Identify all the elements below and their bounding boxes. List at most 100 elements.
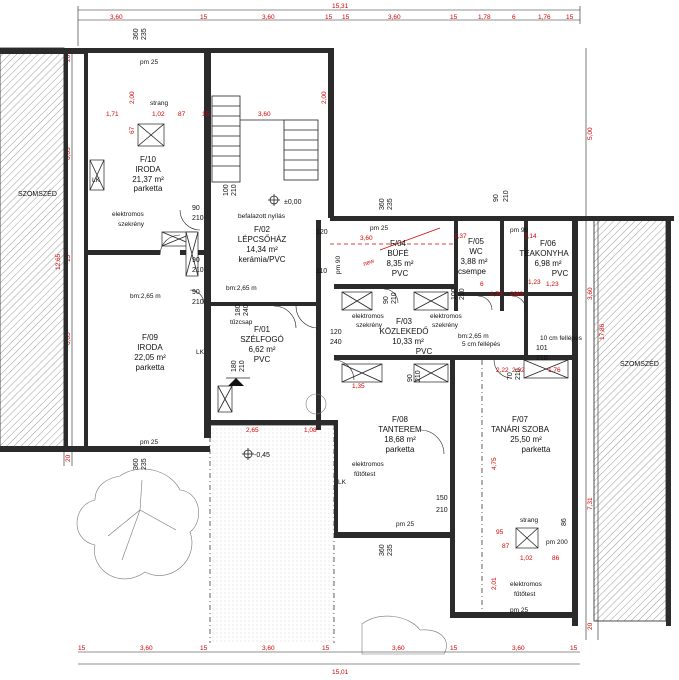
- plan-text-8: 1,78: [478, 14, 491, 21]
- plan-text-101: pm 200: [546, 539, 568, 546]
- opening-dimensions: 360 235 360 235 360 235 360 235 90 210 1…: [133, 28, 568, 556]
- dim-top-total: 15,31: [332, 3, 349, 10]
- plan-text-104: LK: [92, 177, 101, 184]
- plan-text-115: 2,00: [321, 91, 328, 104]
- plan-text-87: elektromos: [510, 581, 543, 588]
- plan-text-118: 3,60: [360, 235, 373, 242]
- plan-text-80: szekrény: [118, 221, 145, 228]
- plan-text-50: SZÉLFOGÓ: [240, 335, 284, 344]
- plan-text-157: 120: [330, 329, 342, 336]
- plan-text-25: 15: [65, 254, 72, 262]
- walled-opening-label: befalazott nyílás: [238, 213, 286, 220]
- plan-text-98: pm 25: [370, 225, 388, 232]
- plan-text-149: 90: [192, 257, 200, 264]
- plan-text-132: 6: [480, 281, 484, 288]
- plan-text-46: LÉPCSŐHÁZ: [238, 235, 287, 244]
- plan-text-24: 12,65: [55, 253, 62, 270]
- plan-text-32: 20: [587, 622, 594, 630]
- plan-text-133: 20: [510, 291, 518, 298]
- plan-text-31: 7,31: [587, 497, 594, 510]
- plan-text-64: PVC: [552, 269, 569, 278]
- plan-text-103: pm 90: [335, 256, 342, 274]
- neighbor-left-label: SZOMSZÉD: [18, 189, 57, 198]
- plan-text-156: 210: [503, 190, 510, 202]
- plan-text-41: F/09: [142, 333, 159, 342]
- plan-text-29: 17,86: [599, 323, 606, 340]
- plan-text-137: 360: [133, 28, 140, 40]
- plan-text-129: 1,23: [528, 279, 541, 286]
- staircase: [211, 95, 319, 206]
- plan-text-28: 5,00: [587, 127, 594, 140]
- plan-text-130: 1,76: [548, 367, 561, 374]
- room-F05: F/05 WC 3,88 m² csempe: [458, 237, 488, 276]
- walls: [0, 48, 674, 626]
- plan-text-1: 3,60: [110, 14, 123, 21]
- room-F01: F/01 SZÉLFOGÓ 6,62 m² PVC: [240, 325, 284, 364]
- neighbor-left-zone: [0, 47, 65, 451]
- neighbor-right-label: SZOMSZÉD: [620, 359, 659, 368]
- plan-text-151: 90: [192, 289, 200, 296]
- plan-text-39: 21,37 m²: [132, 175, 164, 184]
- room-F03: F/03 KÖZLEKEDŐ 10,33 m² PVC: [380, 317, 433, 356]
- plan-text-148: 210: [231, 184, 238, 196]
- plan-text-62: TEAKONYHA: [519, 249, 569, 258]
- plan-text-79: elektromos: [112, 211, 145, 218]
- plan-text-124: 87: [502, 543, 510, 550]
- plan-text-47: 14,34 m²: [246, 245, 278, 254]
- plan-text-150: 210: [192, 267, 204, 274]
- plan-text-155: 90: [493, 194, 500, 202]
- plan-text-86: fűtőtest: [354, 471, 376, 478]
- plan-text-82: szekrény: [356, 322, 383, 329]
- plan-text-30: 3,60: [587, 287, 594, 300]
- plan-text-83: elektromos: [430, 313, 463, 320]
- plan-text-139: 360: [133, 458, 140, 470]
- plan-text-13: 15: [78, 645, 86, 652]
- plan-text-20: 3,60: [512, 645, 525, 652]
- plan-text-164: 210: [536, 355, 548, 362]
- plan-text-146: 210: [192, 215, 204, 222]
- plan-text-165: 150: [436, 495, 448, 502]
- plan-text-166: 210: [436, 507, 448, 514]
- plan-text-58: WC: [469, 247, 483, 256]
- plan-text-131: 1,23: [546, 281, 559, 288]
- plan-text-119: 4,75: [491, 457, 498, 470]
- plan-text-105: LK: [196, 349, 205, 356]
- plan-text-163: 101: [536, 345, 548, 352]
- plan-text-140: 235: [141, 458, 148, 470]
- shafts: [89, 123, 569, 549]
- plan-text-21: 15: [570, 645, 578, 652]
- plan-text-123: 95: [496, 529, 504, 536]
- plan-text-66: KÖZLEKEDŐ: [380, 327, 429, 336]
- room-F06: F/06 TEAKONYHA 6,98 m² PVC: [519, 239, 569, 278]
- plan-text-75: 25,50 m²: [510, 435, 542, 444]
- plan-text-60: csempe: [458, 267, 487, 276]
- plan-text-44: parketta: [136, 363, 165, 372]
- plan-text-18: 3,60: [392, 645, 405, 652]
- plan-text-141: 360: [379, 198, 386, 210]
- plan-text-175: 86: [561, 518, 568, 526]
- plan-text-97: pm 25: [140, 439, 158, 446]
- plan-text-110: 87: [178, 111, 186, 118]
- plan-text-45: F/02: [254, 225, 271, 234]
- plan-text-68: PVC: [416, 347, 433, 356]
- plan-text-128: 2,22: [496, 367, 509, 374]
- dimension-top: 15,31 3,60 15 3,60 15 15 3,60 15 1,78 6 …: [77, 3, 581, 46]
- plan-text-99: pm 25: [396, 521, 414, 528]
- room-F02: F/02 LÉPCSŐHÁZ 14,34 m² kerámia/PVC: [238, 225, 287, 264]
- plan-text-127: 1,35: [352, 383, 365, 390]
- plan-text-153: 120: [316, 229, 328, 236]
- tree-symbol: [76, 393, 327, 580]
- room-F09: F/09 IRODA 22,05 m² parketta: [134, 333, 166, 372]
- entrance-marker: [226, 377, 250, 386]
- plan-text-27: 20: [65, 454, 72, 462]
- plan-text-120: 2,01: [491, 577, 498, 590]
- plan-text-162: 210: [459, 288, 466, 300]
- level-outside-label: -0,45: [254, 452, 270, 459]
- plan-text-69: F/08: [392, 415, 409, 424]
- plan-text-93: bm:2,65 m: [130, 293, 161, 300]
- plan-text-126: 1,08: [304, 427, 317, 434]
- plan-text-52: PVC: [254, 355, 271, 364]
- neighbor-right-zone: [593, 217, 667, 622]
- plan-text-107: new: [363, 258, 376, 268]
- plan-text-70: TANTEREM: [378, 425, 422, 434]
